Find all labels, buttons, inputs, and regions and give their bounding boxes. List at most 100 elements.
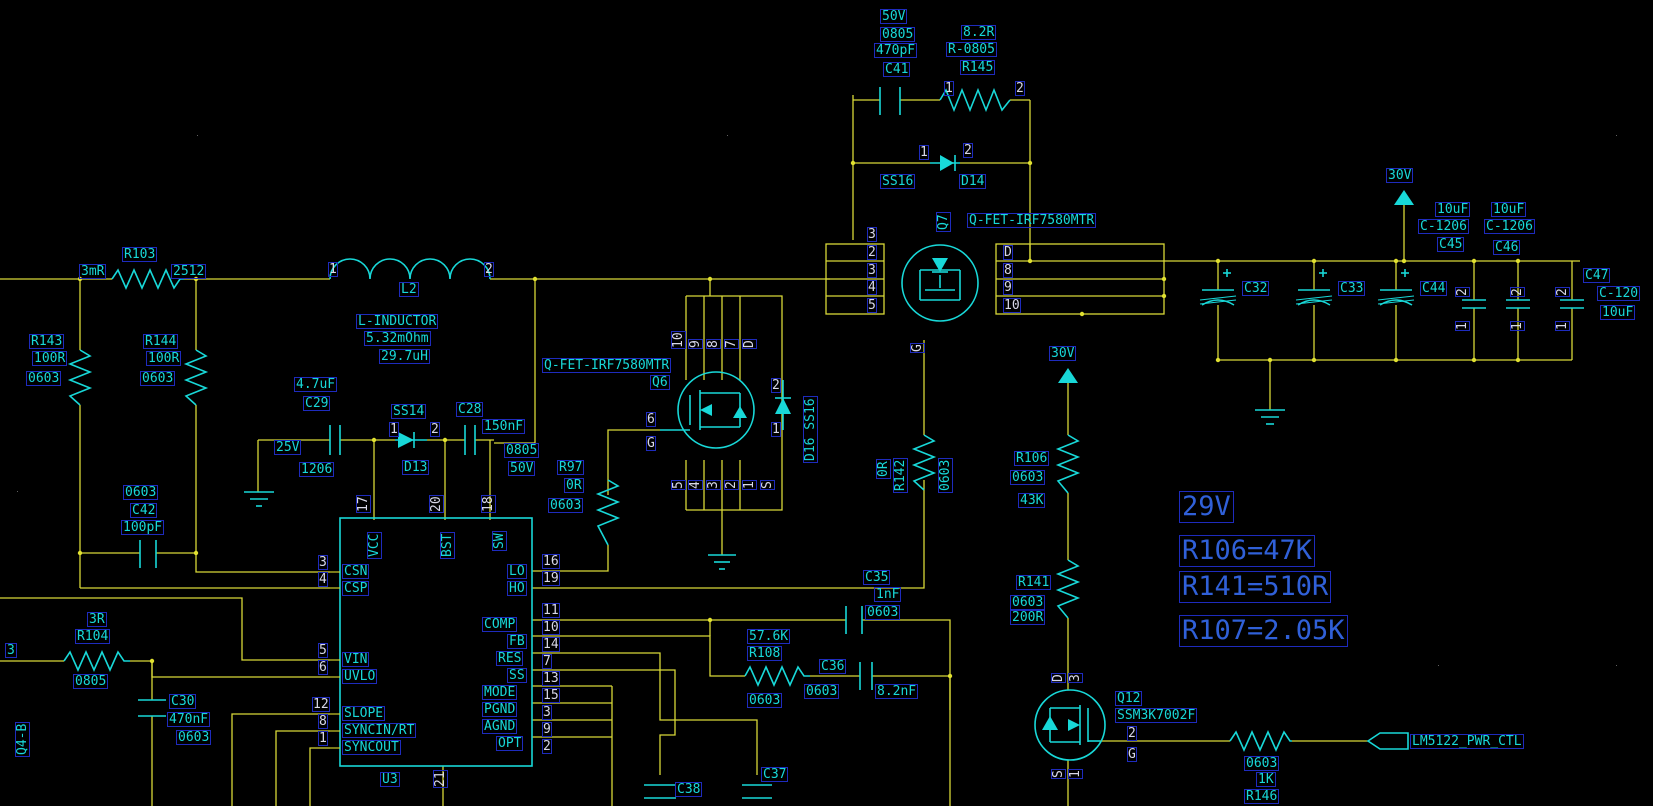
u3-pin8: 8 [318, 714, 328, 729]
q7-pin2: 2 [867, 245, 877, 260]
r97-package: 0603 [547, 498, 584, 513]
power-symbol-30v-top [1394, 190, 1414, 205]
u3-comp-label: COMP [481, 617, 518, 632]
u3-vin-label: VIN [341, 652, 370, 667]
r97-ref: R97 [556, 460, 585, 475]
r145-pin1: 1 [944, 81, 954, 96]
c42-ref: C42 [129, 503, 158, 518]
power-label-30v-top: 30V [1385, 168, 1414, 183]
edge-label-3: 3 [5, 643, 17, 658]
d16-pin2: 2 [771, 378, 781, 393]
q12-ref: Q12 [1114, 691, 1143, 706]
q7-pin-d: D [1003, 245, 1013, 260]
r146-package: 0603 [1243, 756, 1280, 771]
q6-pin9: 9 [687, 339, 704, 349]
q6-part: Q-FET-IRF7580MTR [541, 358, 672, 373]
q6-pin2: 2 [723, 480, 740, 490]
r145-pin2: 2 [1015, 81, 1025, 96]
u3-agnd-label: AGND [481, 719, 518, 734]
u3-pin4: 4 [318, 572, 328, 587]
r106-package: 0603 [1009, 470, 1046, 485]
q7-pin10: 10 [1003, 298, 1021, 313]
c32-ref: C32 [1241, 281, 1270, 296]
q6-pin-s: S [759, 480, 776, 490]
note-r141: R141=510R [1178, 571, 1332, 603]
c42-value: 100pF [120, 520, 165, 535]
u3-pin20: 20 [429, 495, 444, 514]
u3-pin9: 9 [542, 722, 552, 737]
c32-capacitor [1199, 289, 1237, 306]
d14-diode [930, 155, 960, 171]
polarity-marks [1223, 269, 1409, 277]
q12-pin-s: S [1050, 769, 1067, 779]
u3-ref: U3 [380, 772, 400, 787]
note-r106: R106=47K [1178, 535, 1316, 567]
q6-pin-g: G [646, 436, 656, 451]
d16-pin1: 1 [771, 422, 781, 437]
u3-pin21: 21 [433, 770, 448, 789]
edge-label-q4b: Q4-B [15, 720, 30, 759]
q12-pin-g: G [1127, 747, 1137, 762]
r141-package: 0603 [1009, 595, 1046, 610]
u3-syncin-label: SYNCIN/RT [341, 723, 417, 738]
q12-pin2: 2 [1127, 726, 1137, 741]
u3-ss-label: SS [507, 668, 527, 683]
c35-package: 0603 [864, 605, 901, 620]
l2-pin2: 2 [484, 262, 494, 277]
q7-pin9: 9 [1003, 280, 1013, 295]
c45-value: 10uF [1434, 202, 1471, 217]
c47-pin1: 1 [1554, 321, 1571, 331]
u3-lo-label: LO [507, 564, 527, 579]
c36-ref: C36 [818, 659, 847, 674]
c44-ref: C44 [1419, 281, 1448, 296]
c46-package: C-1206 [1484, 219, 1535, 234]
c47-value: 10uF [1599, 305, 1636, 320]
r144-package: 0603 [139, 371, 176, 386]
u3-slope-label: SLOPE [341, 706, 386, 721]
c45-ref: C45 [1436, 237, 1465, 252]
u3-pin17: 17 [356, 495, 371, 514]
q6-pin-d: D [741, 339, 758, 349]
c28-package: 0805 [503, 443, 540, 458]
u3-pin16: 16 [542, 554, 560, 569]
d13-pin2: 2 [430, 422, 440, 437]
c42-package: 0603 [122, 485, 159, 500]
l2-dcr: 5.32mOhm [364, 331, 431, 346]
u3-pin6: 6 [318, 660, 328, 675]
grid-dot [1616, 135, 1617, 136]
c29-package: 1206 [298, 462, 335, 477]
note-r107: R107=2.05K [1179, 615, 1348, 647]
c46-ref: C46 [1492, 240, 1521, 255]
u3-uvlo-label: UVLO [341, 669, 378, 684]
c47-pin2: 2 [1554, 287, 1571, 297]
u3-mode-label: MODE [481, 685, 518, 700]
u3-pin19: 19 [542, 571, 560, 586]
c30-ref: C30 [168, 694, 197, 709]
c38-ref: C38 [674, 782, 703, 797]
u3-pin5: 5 [318, 643, 328, 658]
u3-pin15: 15 [542, 688, 560, 703]
d14-pin2: 2 [963, 143, 973, 158]
u3-csp-label: CSP [341, 581, 370, 596]
q12-pin3: 3 [1067, 673, 1084, 683]
c41-value: 470pF [873, 43, 918, 58]
c28-value: 150nF [481, 419, 526, 434]
r141-ref: R141 [1015, 575, 1052, 590]
r104-value: 3R [87, 612, 107, 627]
c36-capacitor [859, 662, 873, 690]
d16-diode [775, 380, 791, 430]
l2-inductor [329, 258, 491, 280]
q6-pin7: 7 [723, 339, 740, 349]
r146-ref: R146 [1243, 789, 1280, 804]
d16-label: D16 SS16 [803, 392, 818, 467]
q6-pin6: 6 [646, 412, 656, 427]
u3-ic-body [339, 517, 533, 767]
net-label-lm5122-pwr-ctl: LM5122_PWR_CTL [1410, 734, 1524, 749]
c37-capacitor [742, 784, 772, 799]
l2-ref: L2 [399, 282, 419, 297]
grid-dot [1616, 665, 1617, 666]
note-29v: 29V [1179, 491, 1234, 523]
r104-ref: R104 [74, 629, 111, 644]
u3-pin2: 2 [542, 739, 552, 754]
c41-ref: C41 [882, 62, 911, 77]
